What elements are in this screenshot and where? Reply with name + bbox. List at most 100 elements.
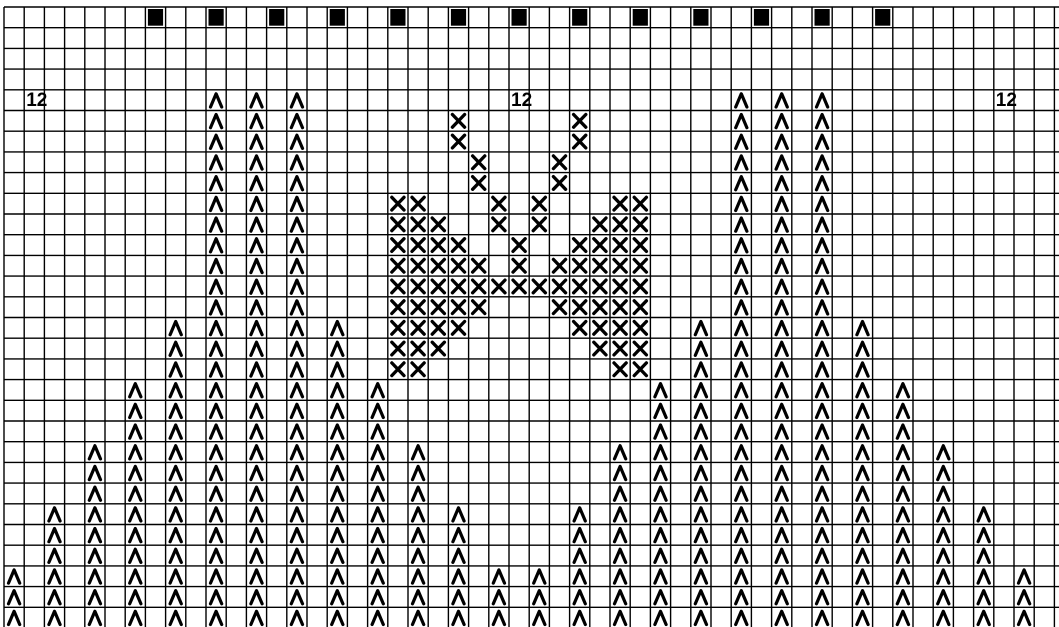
cross-stitch (574, 280, 586, 293)
caret-stitch (574, 549, 585, 562)
caret-stitch (49, 591, 60, 604)
caret-stitch (291, 591, 302, 604)
caret-stitch (695, 384, 706, 397)
cross-stitch (392, 259, 404, 272)
caret-stitch (170, 508, 181, 521)
caret-stitch (978, 611, 989, 624)
cross-stitch (594, 342, 606, 355)
caret-stitch (170, 425, 181, 438)
caret-stitch (938, 611, 949, 624)
cross-stitch (452, 239, 464, 252)
cross-stitch (553, 177, 565, 190)
caret-stitch (817, 384, 828, 397)
caret-stitch (695, 342, 706, 355)
caret-stitch (736, 384, 747, 397)
caret-stitch (211, 301, 222, 314)
caret-stitch (251, 591, 262, 604)
caret-stitch (9, 611, 20, 624)
cross-stitch (594, 322, 606, 335)
caret-stitch (817, 218, 828, 231)
caret-stitch (372, 404, 383, 417)
caret-stitch (736, 529, 747, 542)
caret-stitch (534, 591, 545, 604)
cross-stitch (392, 301, 404, 314)
caret-stitch (211, 156, 222, 169)
caret-stitch (615, 591, 626, 604)
caret-stitch (130, 425, 141, 438)
caret-stitch (655, 487, 666, 500)
caret-stitch (857, 342, 868, 355)
caret-stitch (776, 135, 787, 148)
caret-stitch (897, 549, 908, 562)
cross-stitch (533, 218, 545, 231)
caret-stitch (736, 322, 747, 335)
marker-square (390, 9, 405, 26)
caret-stitch (49, 570, 60, 583)
caret-stitch (615, 529, 626, 542)
caret-stitch (695, 446, 706, 459)
cross-stitch (432, 342, 444, 355)
caret-stitch (372, 508, 383, 521)
caret-stitch (89, 611, 100, 624)
caret-stitch (897, 384, 908, 397)
caret-stitch (49, 529, 60, 542)
caret-stitch (291, 570, 302, 583)
cross-stitch (574, 301, 586, 314)
caret-stitch (817, 363, 828, 376)
caret-stitch (817, 115, 828, 128)
caret-stitch (372, 549, 383, 562)
caret-stitch (211, 549, 222, 562)
caret-stitch (9, 570, 20, 583)
caret-stitch (978, 570, 989, 583)
cross-stitch (533, 197, 545, 210)
caret-stitch (211, 94, 222, 107)
caret-stitch (736, 342, 747, 355)
caret-stitch (736, 177, 747, 190)
cross-stitch (432, 218, 444, 231)
cross-stitch (513, 239, 525, 252)
caret-stitch (493, 591, 504, 604)
cross-stitch (473, 301, 485, 314)
caret-stitch (413, 487, 424, 500)
caret-stitch (817, 177, 828, 190)
caret-stitch (291, 259, 302, 272)
caret-stitch (857, 322, 868, 335)
caret-stitch (857, 487, 868, 500)
caret-stitch (372, 570, 383, 583)
cross-stitch (574, 239, 586, 252)
caret-stitch (291, 466, 302, 479)
caret-stitch (89, 446, 100, 459)
caret-stitch (695, 508, 706, 521)
caret-stitch (534, 611, 545, 624)
marker-square (875, 9, 890, 26)
caret-stitch (170, 363, 181, 376)
caret-stitch (130, 591, 141, 604)
cross-stitch (594, 218, 606, 231)
caret-stitch (211, 322, 222, 335)
caret-stitch (857, 404, 868, 417)
caret-stitch (251, 156, 262, 169)
caret-stitch (170, 529, 181, 542)
caret-stitch (655, 404, 666, 417)
caret-stitch (736, 404, 747, 417)
caret-stitch (776, 259, 787, 272)
caret-stitch (736, 446, 747, 459)
cross-stitch (614, 322, 626, 335)
caret-stitch (291, 280, 302, 293)
cross-stitch (614, 259, 626, 272)
cross-stitch (493, 280, 505, 293)
caret-stitch (89, 508, 100, 521)
caret-stitch (817, 239, 828, 252)
cross-stitch (533, 280, 545, 293)
cross-stitch (392, 239, 404, 252)
caret-stitch (938, 466, 949, 479)
caret-stitch (695, 549, 706, 562)
caret-stitch (251, 218, 262, 231)
caret-stitch (332, 322, 343, 335)
caret-stitch (736, 94, 747, 107)
caret-stitch (857, 466, 868, 479)
caret-stitch (695, 487, 706, 500)
caret-stitch (817, 156, 828, 169)
caret-stitch (857, 363, 868, 376)
cross-stitch (392, 197, 404, 210)
